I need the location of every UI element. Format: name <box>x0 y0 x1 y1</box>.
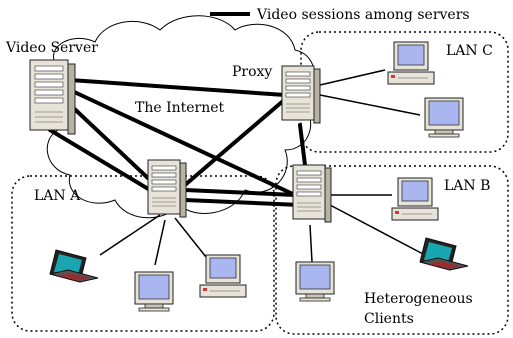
proxy-server <box>281 65 321 124</box>
lan-a-laptop <box>49 249 99 283</box>
lan-b-pc <box>391 177 439 221</box>
video-server-label: Video Server <box>5 40 98 56</box>
lan-c-pc <box>387 41 435 85</box>
lan-a-monitor <box>134 271 174 312</box>
lan-b-box <box>275 165 509 335</box>
legend-text: Video sessions among servers <box>256 7 470 23</box>
lan-c-box <box>300 31 509 153</box>
lan-b-laptop <box>419 237 469 271</box>
video-server <box>29 59 76 135</box>
lan-b-label: LAN B <box>444 178 490 194</box>
lan-c-monitor <box>424 97 464 138</box>
clients-label: Clients <box>364 311 414 327</box>
lan-b-server <box>292 164 332 223</box>
client-links <box>99 69 426 266</box>
lan-c-label: LAN C <box>446 43 493 59</box>
lan-b-monitor <box>295 261 335 302</box>
lan-a-server <box>147 159 187 218</box>
internet-label: The Internet <box>135 100 225 116</box>
proxy-label: Proxy <box>232 64 272 80</box>
lan-a-label: LAN A <box>34 188 81 204</box>
lan-a-pc <box>199 254 247 298</box>
heterogeneous-label: Heterogeneous <box>364 291 473 307</box>
video-session-lines <box>48 78 307 207</box>
